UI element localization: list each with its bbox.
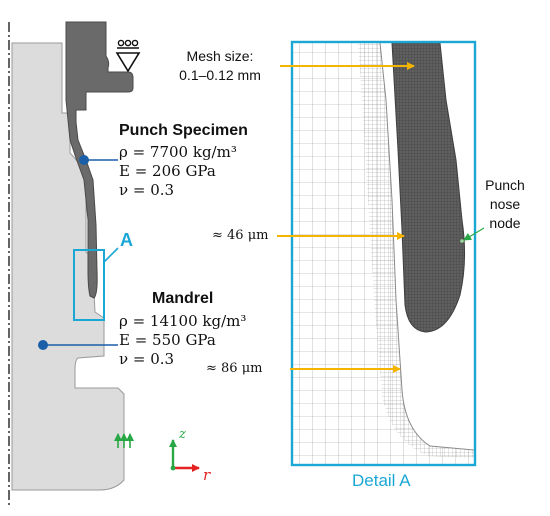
axis-r-label: r (203, 466, 211, 484)
detail-a-mesh-view (293, 43, 474, 464)
mandrel-properties: ρ = 14100 kg/m³ E = 550 GPa ν = 0.3 (119, 312, 246, 369)
detail-a-marker-box (73, 249, 105, 321)
measure-2-label: ≈ 86 μm (206, 361, 263, 376)
mandrel-rho: ρ = 14100 kg/m³ (119, 312, 247, 330)
detail-a-marker-label: A (120, 230, 133, 250)
fixed-support-icon (114, 433, 134, 448)
mesh-size-title: Mesh size: (186, 48, 254, 64)
punch-rho: ρ = 7700 kg/m³ (119, 143, 237, 161)
detail-caption: Detail A (352, 471, 411, 490)
nose-node-dot (460, 239, 464, 243)
punch-nose-node-label: Punch nose node (475, 176, 535, 233)
detail-a-frame (290, 40, 477, 467)
punch-properties: ρ = 7700 kg/m³ E = 206 GPa ν = 0.3 (119, 143, 237, 200)
mandrel-title: Mandrel (152, 290, 214, 307)
punch-e: E = 206 GPa (119, 162, 216, 180)
mesh-size-value: 0.1–0.12 mm (179, 67, 261, 83)
mesh-size-label: Mesh size: 0.1–0.12 mm (170, 47, 270, 85)
mandrel-nu: ν = 0.3 (119, 350, 175, 368)
punch-marker-dot (79, 155, 89, 165)
node-line-1: Punch (485, 177, 525, 193)
nose-node-leader (463, 227, 485, 241)
measure-1-label: ≈ 46 μm (212, 228, 269, 243)
mandrel-e: E = 550 GPa (119, 331, 216, 349)
mandrel-marker-dot (38, 340, 48, 350)
punch-nu: ν = 0.3 (119, 181, 175, 199)
axis-z-label: z (179, 427, 186, 442)
detail-a-leader (103, 247, 119, 263)
node-line-3: node (489, 215, 521, 231)
punch-title: Punch Specimen (119, 122, 248, 139)
coordinate-axes-icon (169, 439, 200, 472)
roller-support-icon (115, 39, 141, 73)
punch-specimen (65, 21, 134, 299)
node-line-2: nose (489, 196, 521, 212)
